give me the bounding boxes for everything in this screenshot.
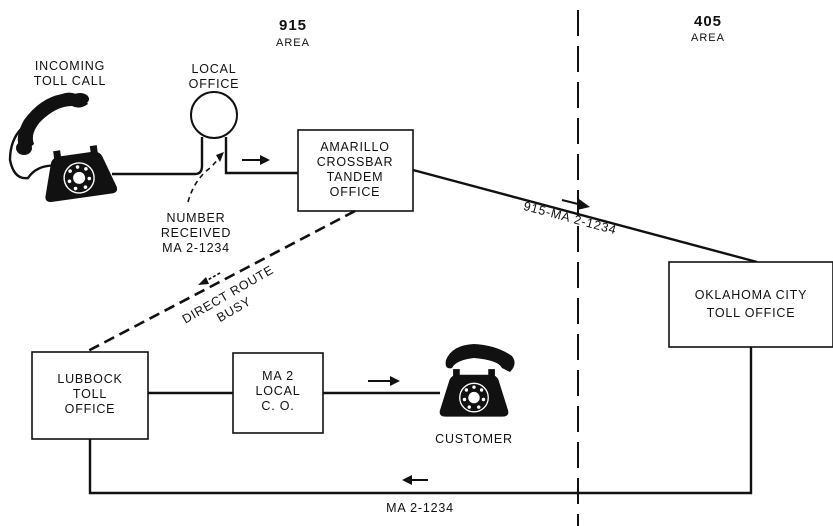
okc-line-2: TOLL OFFICE: [707, 306, 796, 320]
area-915-number: 915: [279, 17, 307, 34]
trunk-label: 915-MA 2-1234: [522, 199, 618, 237]
oklahoma-city-toll-office: OKLAHOMA CITY TOLL OFFICE: [669, 262, 833, 347]
ma2-line-2: LOCAL: [256, 384, 301, 398]
number-received-label-1: NUMBER: [167, 211, 226, 225]
okc-to-lubbock-route: [90, 347, 751, 493]
lubbock-line-1: LUBBOCK: [57, 372, 122, 386]
local-office-label-1: LOCAL: [192, 62, 237, 76]
lubbock-toll-office: LUBBOCK TOLL OFFICE: [32, 352, 148, 439]
lubbock-line-2: TOLL: [73, 387, 107, 401]
bottom-route-label: MA 2-1234: [386, 501, 454, 515]
amarillo-line-1: AMARILLO: [320, 140, 390, 154]
ma2-local-co: MA 2 LOCAL C. O.: [233, 353, 323, 433]
amarillo-tandem-office: AMARILLO CROSSBAR TANDEM OFFICE: [298, 130, 413, 211]
okc-line-1: OKLAHOMA CITY: [695, 288, 808, 302]
amarillo-line-4: OFFICE: [330, 185, 381, 199]
arrow-icon: [402, 475, 428, 485]
ma2-line-3: C. O.: [261, 399, 294, 413]
ma2-line-1: MA 2: [262, 369, 294, 383]
area-405-label: AREA: [691, 32, 725, 44]
number-received-label-2: RECEIVED: [161, 226, 231, 240]
local-office-label-2: OFFICE: [189, 77, 240, 91]
incoming-wire: [112, 137, 202, 174]
local-office-circle-icon: [191, 92, 237, 138]
arrow-icon: [368, 376, 400, 386]
amarillo-line-3: TANDEM: [327, 170, 384, 184]
arrow-icon: [216, 152, 224, 162]
local-to-amarillo-wire: [226, 137, 298, 173]
customer-label: CUSTOMER: [435, 432, 513, 446]
number-received-pointer: [188, 158, 219, 202]
lubbock-line-3: OFFICE: [65, 402, 116, 416]
customer-telephone-icon: [440, 344, 515, 417]
arrow-icon: [242, 155, 270, 165]
amarillo-line-2: CROSSBAR: [317, 155, 394, 169]
incoming-telephone-icon: [10, 93, 118, 203]
incoming-label-1: INCOMING: [35, 59, 105, 73]
area-405-number: 405: [694, 13, 722, 30]
incoming-label-2: TOLL CALL: [34, 74, 107, 88]
number-received-label-3: MA 2-1234: [162, 241, 230, 255]
arrow-icon: [562, 199, 590, 210]
area-915-label: AREA: [276, 37, 310, 49]
